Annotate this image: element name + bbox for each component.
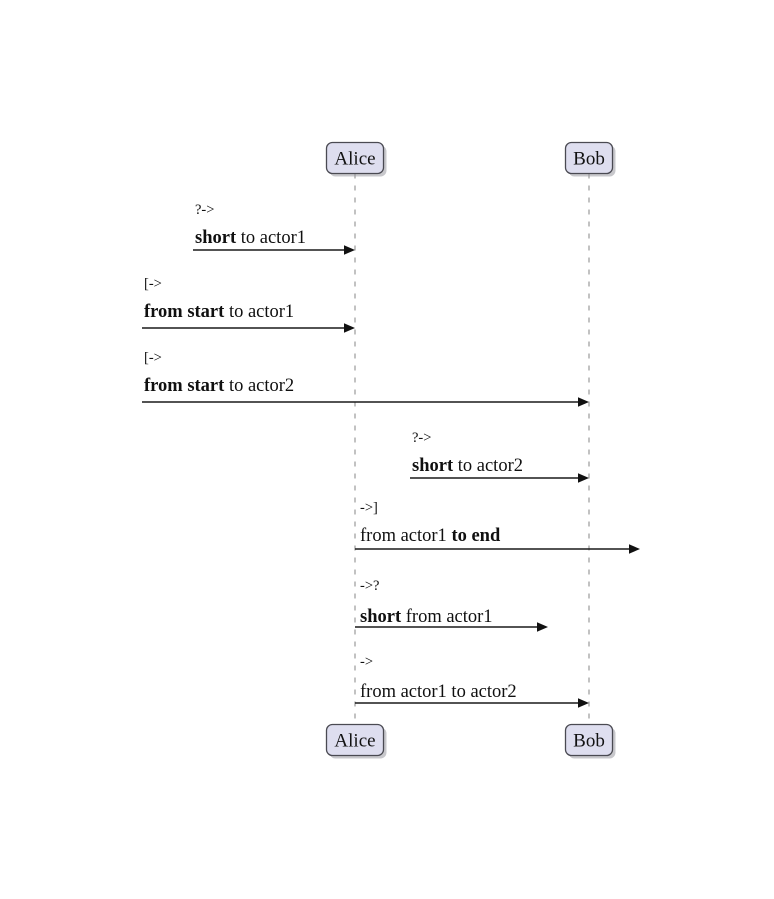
participant-box [564,723,614,757]
message-code-3: [-> [144,350,162,366]
message-code-1: ?-> [195,202,214,218]
participant-actor1-footer[interactable]: Alice [325,723,387,759]
message-code-2: [-> [144,276,162,292]
participant-actor2-header[interactable]: Bob [564,141,616,177]
message-label-6: short from actor1 [360,607,493,627]
message-4[interactable]: ?-> short to actor2 [410,430,589,483]
message-code-4: ?-> [412,430,431,446]
message-code-6: ->? [360,578,379,594]
message-label-2: from start to actor1 [144,302,294,322]
lifelines-layer [354,173,590,725]
message-2[interactable]: [-> from start to actor1 [142,276,355,333]
arrowhead-icon [629,544,640,554]
message-label-7: from actor1 to actor2 [360,682,517,702]
message-label-3: from start to actor2 [144,376,294,396]
message-1[interactable]: ?-> short to actor1 [193,202,355,255]
messages-layer: ?-> short to actor1 [-> from start to actor… [142,202,640,708]
message-label-4: short to actor2 [412,456,523,476]
message-code-5: ->] [360,500,378,516]
arrowhead-icon [537,622,548,632]
arrowhead-icon [578,397,589,407]
message-label-1: short to actor1 [195,228,306,248]
message-7[interactable]: -> from actor1 to actor2 [355,654,589,708]
participant-label: Alice [334,149,375,170]
message-6[interactable]: ->? short from actor1 [355,578,548,632]
participant-box [325,723,385,757]
message-code-7: -> [360,654,373,670]
participant-actor1-header[interactable]: Alice [325,141,387,177]
arrowhead-icon [344,323,355,333]
participant-label: Bob [573,149,605,170]
arrowhead-icon [578,473,589,483]
arrowhead-icon [344,245,355,255]
participant-box [325,141,385,175]
message-label-5: from actor1 to end [360,526,501,546]
participant-actor2-footer[interactable]: Bob [564,723,616,759]
participant-label: Bob [573,731,605,752]
participant-label: Alice [334,731,375,752]
message-5[interactable]: ->] from actor1 to end [355,500,640,554]
participant-box [564,141,614,175]
message-3[interactable]: [-> from start to actor2 [142,350,589,407]
arrowhead-icon [578,698,589,708]
